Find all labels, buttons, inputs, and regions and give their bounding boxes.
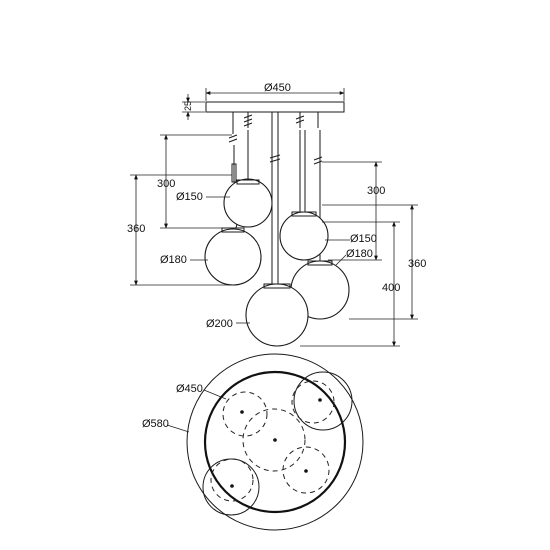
canopy-outline: [203, 370, 347, 514]
globe-200: [245, 283, 309, 347]
right-drop-360-label: 360: [408, 258, 426, 270]
canopy-height-dimension: 25: [182, 94, 205, 120]
canopy-diameter-label: Ø450: [264, 82, 291, 94]
globe-150-right: [279, 211, 329, 261]
globe-150-left-label: Ø150: [176, 191, 203, 203]
elevation-view: Ø450 25: [127, 82, 426, 347]
plan-view: Ø450 Ø580: [142, 353, 364, 531]
canopy-plate: [205, 101, 345, 113]
globe-180-left: [204, 227, 262, 286]
right-drop-dimensions: 300 360 400: [300, 161, 426, 347]
right-drop-300-label: 300: [367, 185, 385, 197]
hang-points: [230, 398, 322, 488]
globe-callouts: Ø150 Ø180 Ø200 Ø150 Ø180: [160, 191, 377, 330]
canopy-height-label: 25: [183, 101, 193, 111]
left-drop-dimensions: 300 360: [127, 134, 233, 286]
globe-180-right-label: Ø180: [346, 248, 373, 260]
left-drop-300-label: 300: [157, 178, 175, 190]
right-drop-400-label: 400: [382, 282, 400, 294]
plan-canopy-diameter-label: Ø450: [176, 383, 203, 395]
plan-overall-diameter-label: Ø580: [142, 418, 169, 430]
canopy-diameter-dimension: Ø450: [205, 82, 345, 101]
overall-outline: [186, 353, 364, 531]
globe-180-left-label: Ø180: [160, 254, 187, 266]
globe-150-right-label: Ø150: [350, 233, 377, 245]
plan-callouts: Ø450 Ø580: [142, 383, 227, 433]
left-drop-360-label: 360: [127, 223, 145, 235]
globe-footprints: [202, 371, 353, 516]
globe-200-label: Ø200: [206, 318, 233, 330]
globe-150-left: [223, 178, 273, 228]
